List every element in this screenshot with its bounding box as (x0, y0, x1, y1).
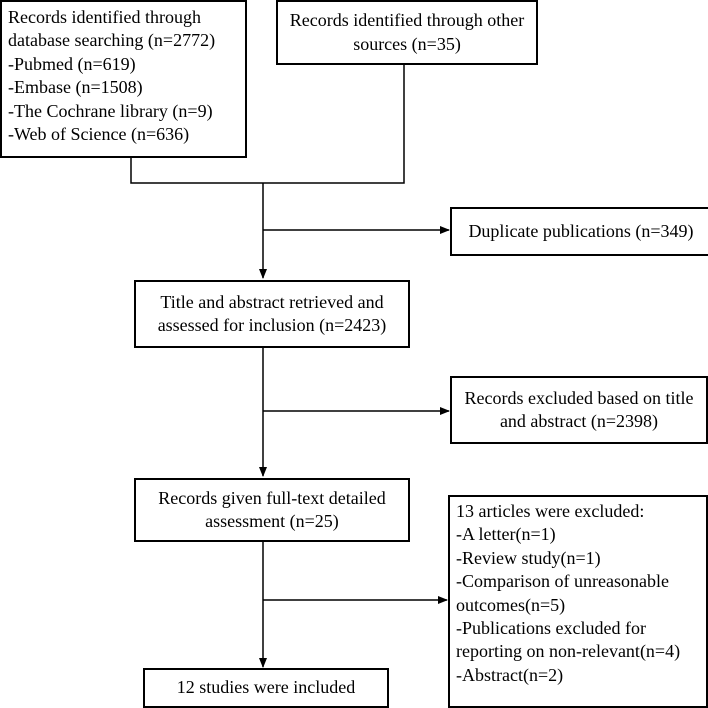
excluded-fulltext-line: -Review study(n=1) (456, 547, 601, 568)
database-line: Records identified through (8, 7, 201, 27)
screened-line: Title and abstract retrieved and (160, 291, 384, 312)
database-line: database searching (n=2772) (8, 30, 216, 51)
excluded-fulltext-line: 13 articles were excluded: (456, 501, 645, 521)
screened-box: Title and abstract retrieved and assesse… (134, 280, 410, 348)
excluded-fulltext-line: -Abstract(n=2) (456, 664, 564, 685)
excluded-fulltext-line: -Publications excluded for (456, 617, 646, 638)
excluded-title-line: Records excluded based on title (464, 387, 694, 408)
other-sources-line: Records identified through other (289, 10, 525, 31)
screened-line: assessed for inclusion (n=2423) (157, 315, 387, 335)
duplicates-box: Duplicate publications (n=349) (450, 207, 708, 256)
included-box: 12 studies were included (143, 668, 389, 708)
fulltext-line: assessment (n=25) (205, 511, 339, 531)
database-search-box: Records identified through database sear… (0, 0, 247, 158)
database-line: -The Cochrane library (n=9) (8, 100, 213, 121)
excluded-fulltext-box: 13 articles were excluded: -A letter(n=1… (448, 495, 708, 708)
included-line: 12 studies were included (176, 677, 356, 698)
excluded-fulltext-line: outcomes(n=5) (456, 594, 566, 615)
fulltext-line: Records given full-text detailed (158, 487, 386, 508)
excluded-fulltext-line: -Comparison of unreasonable (456, 571, 669, 592)
other-sources-box: Records identified through other sources… (276, 0, 538, 65)
merge-connector (130, 64, 405, 184)
other-sources-line: sources (n=35) (353, 33, 461, 54)
excluded-title-line: and abstract (n=2398) (499, 411, 659, 431)
excluded-fulltext-line: -A letter(n=1) (456, 524, 556, 545)
duplicates-line: Duplicate publications (n=349) (468, 220, 694, 241)
database-line: -Web of Science (n=636) (8, 123, 190, 144)
excluded-title-abstract-box: Records excluded based on title and abst… (450, 376, 708, 444)
excluded-fulltext-line: reporting on non-relevant(n=4) (456, 641, 681, 662)
fulltext-box: Records given full-text detailed assessm… (134, 478, 410, 542)
database-line: -Embase (n=1508) (8, 77, 143, 98)
database-line: -Pubmed (n=619) (8, 53, 136, 74)
